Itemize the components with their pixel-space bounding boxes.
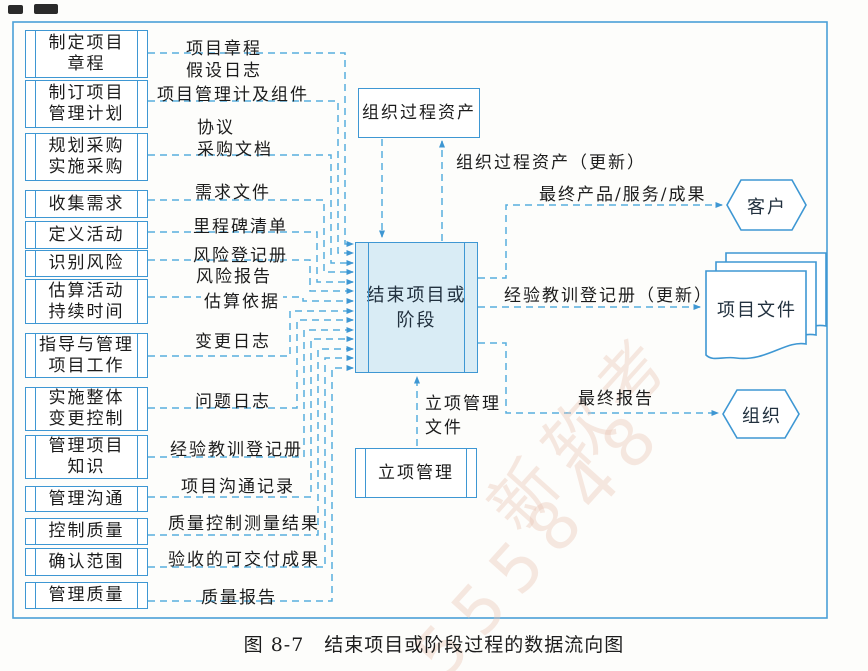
page-artifact xyxy=(34,4,58,14)
flow-label: 估算依据 xyxy=(201,287,283,312)
process-label: 识别风险 xyxy=(48,253,125,273)
flow-label: 最终报告 xyxy=(578,389,654,409)
process-label: 规划采购 xyxy=(48,136,125,156)
input-flow-lines xyxy=(148,52,354,602)
process-label: 项目工作 xyxy=(48,355,125,376)
organization-label: 组织 xyxy=(742,406,782,427)
flow-label: 立项管理 xyxy=(425,394,501,414)
process-label: 章程 xyxy=(67,54,106,74)
flow-label: 质量控制测量结果 xyxy=(168,514,320,534)
organization-hexagon xyxy=(722,389,800,439)
flow-line xyxy=(148,365,354,602)
page-artifact xyxy=(8,5,23,14)
flow-line xyxy=(148,346,354,536)
process-label: 指导与管理 xyxy=(39,334,134,355)
flow-line xyxy=(148,355,354,568)
project-documents-shape xyxy=(705,252,827,360)
diagram-border xyxy=(12,21,828,619)
final-report-line xyxy=(478,342,719,416)
process-label: 实施整体 xyxy=(48,388,125,408)
process-label: 控制质量 xyxy=(48,521,125,541)
flow-label: 最终产品/服务/成果 xyxy=(539,185,707,205)
flow-label: 项目沟通记录 xyxy=(181,477,295,497)
figure-caption: 图 8-7 结束项目或阶段过程的数据流向图 xyxy=(243,634,625,656)
flow-line xyxy=(148,231,354,285)
flow-line xyxy=(148,317,354,409)
customer-label: 客户 xyxy=(747,197,787,218)
process-box-procurement: 规划采购实施采购 xyxy=(25,133,148,181)
flow-label: 经验教训登记册（更新） xyxy=(504,286,713,306)
flow-label: 采购文档 xyxy=(197,140,273,160)
flow-label: 里程碑清单 xyxy=(193,217,288,237)
process-label: 估算活动 xyxy=(48,280,125,301)
process-label: 管理沟通 xyxy=(48,488,125,509)
process-box-identify-risks: 识别风险 xyxy=(25,250,148,277)
flow-label: 项目章程 xyxy=(186,39,262,59)
process-label: 管理计划 xyxy=(48,104,125,124)
process-label: 知识 xyxy=(67,457,106,477)
process-box-direct-manage-work: 指导与管理项目工作 xyxy=(25,333,148,378)
process-label: 变更控制 xyxy=(48,409,125,429)
process-box-validate-scope: 确认范围 xyxy=(25,548,148,576)
flow-label: 组织过程资产（更新） xyxy=(456,153,646,173)
central-process-label: 结束项目或 xyxy=(366,284,467,306)
process-label: 持续时间 xyxy=(48,301,125,322)
output-flow-lines xyxy=(478,202,723,416)
process-label: 定义活动 xyxy=(48,224,125,245)
flow-label: 风险登记册 xyxy=(193,246,288,266)
process-box-develop-pm-plan: 制订项目管理计划 xyxy=(25,80,148,128)
customer-hexagon xyxy=(726,179,807,231)
flow-label: 文件 xyxy=(425,418,463,438)
flow-label: 假设日志 xyxy=(186,61,262,81)
process-box-collect-requirements: 收集需求 xyxy=(25,190,148,218)
flow-label: 经验教训登记册 xyxy=(170,440,303,460)
process-label: 实施采购 xyxy=(48,157,125,177)
process-box-develop-charter: 制定项目章程 xyxy=(25,30,148,78)
opa-entity-label: 组织过程资产 xyxy=(362,102,476,123)
process-box-control-quality: 控制质量 xyxy=(25,518,148,545)
vertical-flow-lines xyxy=(379,139,445,446)
flow-line xyxy=(148,308,354,357)
flow-line xyxy=(148,199,354,275)
flow-label: 变更日志 xyxy=(195,332,271,352)
flow-label: 协议 xyxy=(197,118,235,138)
flow-label: 风险报告 xyxy=(196,267,272,287)
flow-label: 需求文件 xyxy=(195,183,271,203)
flow-label: 验收的可交付成果 xyxy=(168,550,320,570)
initiation-management-box: 立项管理 xyxy=(355,448,477,498)
process-label: 确认范围 xyxy=(48,551,125,572)
flow-label: 项目管理计及组件 xyxy=(157,85,309,105)
initiation-management-label: 立项管理 xyxy=(378,462,454,483)
process-box-define-activities: 定义活动 xyxy=(25,221,148,249)
opa-entity-box: 组织过程资产 xyxy=(358,88,480,138)
final-product-line xyxy=(478,202,723,279)
central-process-label: 阶段 xyxy=(396,309,437,331)
flow-line xyxy=(148,327,354,458)
central-process-box: 结束项目或 阶段 xyxy=(355,242,478,373)
process-label: 管理质量 xyxy=(48,585,125,605)
process-label: 收集需求 xyxy=(48,193,125,214)
project-docs-label: 项目文件 xyxy=(717,300,797,321)
flow-line xyxy=(148,336,354,498)
process-box-manage-quality: 管理质量 xyxy=(25,582,148,609)
flow-line xyxy=(148,154,354,266)
flow-label: 问题日志 xyxy=(195,392,271,412)
process-label: 制定项目 xyxy=(48,33,125,53)
flow-line xyxy=(148,100,354,256)
flow-label: 质量报告 xyxy=(201,588,277,608)
process-label: 管理项目 xyxy=(48,436,125,456)
process-box-manage-knowledge: 管理项目知识 xyxy=(25,435,148,479)
document-sheet xyxy=(705,270,807,360)
process-label: 制订项目 xyxy=(48,83,125,103)
flow-line xyxy=(148,52,354,247)
process-box-manage-communications: 管理沟通 xyxy=(25,486,148,512)
process-box-integrated-change-control: 实施整体变更控制 xyxy=(25,387,148,431)
process-box-estimate-durations: 估算活动持续时间 xyxy=(25,279,148,324)
